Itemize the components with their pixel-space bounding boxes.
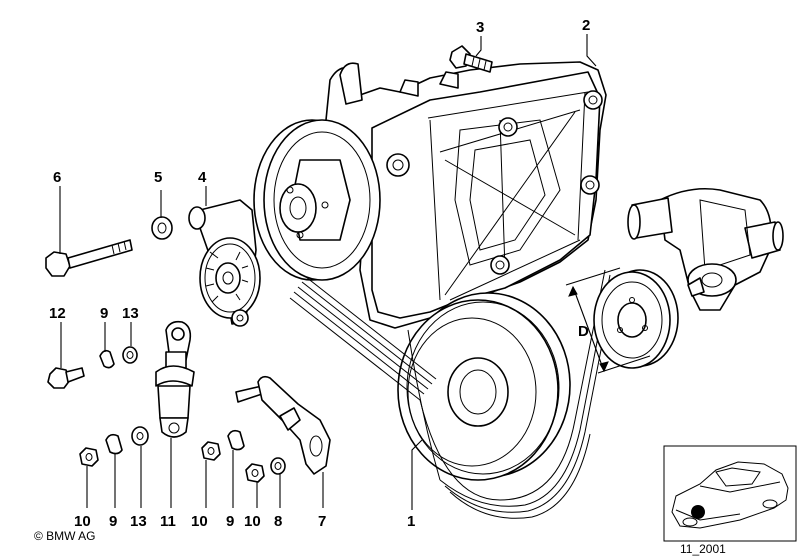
callout-2: 2	[582, 17, 590, 34]
engine-location-marker	[691, 505, 705, 519]
callout-10-left: 10	[74, 513, 91, 530]
locator-inset	[663, 445, 797, 542]
engine-bracket-housing	[324, 61, 607, 329]
callout-9-bottom: 9	[109, 513, 117, 530]
long-bolt-6	[45, 239, 133, 277]
car-outline-icon	[671, 461, 789, 529]
callout-numbers: 2 3 4 5 6 12 9 13 1 7 8 10 9 10 11 13 9 …	[49, 17, 590, 530]
bolt-3	[449, 45, 493, 73]
callout-12: 12	[49, 305, 66, 322]
callout-10-right: 10	[244, 513, 261, 530]
callout-5: 5	[154, 169, 162, 186]
nut-10-right	[245, 463, 265, 483]
dimension-d-label: D	[578, 323, 589, 340]
nut-10-mid	[201, 441, 221, 461]
washer-13-left	[131, 426, 149, 446]
callout-8: 8	[274, 513, 282, 530]
nut-10-left	[79, 447, 99, 467]
bolt-12	[47, 367, 85, 389]
callout-1: 1	[407, 513, 415, 530]
leader-lines	[59, 34, 597, 510]
copyright-text: © BMW AG	[34, 529, 96, 543]
spacer-9-left	[105, 433, 123, 455]
callout-6: 6	[53, 169, 61, 186]
callout-9-mid: 9	[226, 513, 234, 530]
washer-13-top	[122, 346, 138, 364]
callout-13-top: 13	[122, 305, 139, 322]
dimension-d: D	[565, 267, 651, 374]
deflection-pulley	[593, 269, 679, 369]
diagram-code: 11_2001	[680, 542, 726, 556]
hydraulic-damper-11	[155, 320, 195, 438]
washer-5	[151, 216, 173, 240]
callout-13-bottom: 13	[130, 513, 147, 530]
callout-7: 7	[318, 513, 326, 530]
spacer-9-top	[99, 349, 115, 369]
fan-pulley	[253, 119, 381, 281]
callout-9-top: 9	[100, 305, 108, 322]
callout-10-mid: 10	[191, 513, 208, 530]
callout-11: 11	[160, 513, 176, 530]
bracket-7	[235, 375, 331, 475]
washer-8	[270, 457, 286, 475]
spacer-9-mid	[227, 429, 245, 451]
belt-tensioner	[188, 199, 261, 327]
callout-3: 3	[476, 19, 484, 36]
crankshaft-pulley	[397, 292, 571, 481]
ribbed-v-belt	[289, 269, 616, 519]
water-pump	[627, 187, 784, 311]
callout-4: 4	[198, 169, 207, 186]
